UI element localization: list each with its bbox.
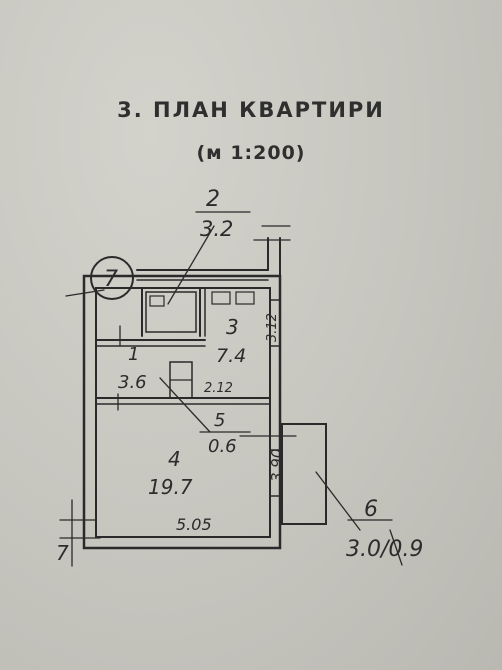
bathtub (145, 291, 197, 333)
scale-label: (м 1:200) (196, 142, 306, 164)
floor-marker-circle (90, 256, 134, 300)
dimension-3-12: 3.12 (265, 313, 280, 342)
window-lower (269, 449, 281, 497)
room-4-area: 19.7 (148, 475, 193, 499)
room-2-area: 3.2 (200, 217, 233, 241)
inner-wall (95, 287, 271, 538)
window-upper (269, 299, 281, 347)
floor-marker-number: 7 (104, 267, 118, 292)
side-mark: 7 (56, 541, 69, 565)
room-6-number: 6 (364, 497, 378, 522)
balcony (281, 423, 327, 525)
room-1-area: 3.6 (118, 372, 147, 393)
room-1-number: 1 (128, 344, 139, 365)
room-3-area: 7.4 (216, 345, 246, 367)
room-3-number: 3 (226, 315, 239, 339)
dimension-5-05: 5.05 (176, 515, 212, 534)
outer-wall (82, 274, 282, 550)
dimension-2-12: 2.12 (204, 381, 233, 396)
room-5-number: 5 (214, 410, 225, 431)
room-4-number: 4 (168, 447, 181, 471)
room-6-area: 3.0/0.9 (346, 537, 423, 562)
room-5-area: 0.6 (208, 436, 237, 457)
page-title: 3. ПЛАН КВАРТИРИ (117, 98, 385, 122)
dimension-3-90: 3.90 (268, 449, 286, 482)
room-2-number: 2 (206, 187, 220, 212)
